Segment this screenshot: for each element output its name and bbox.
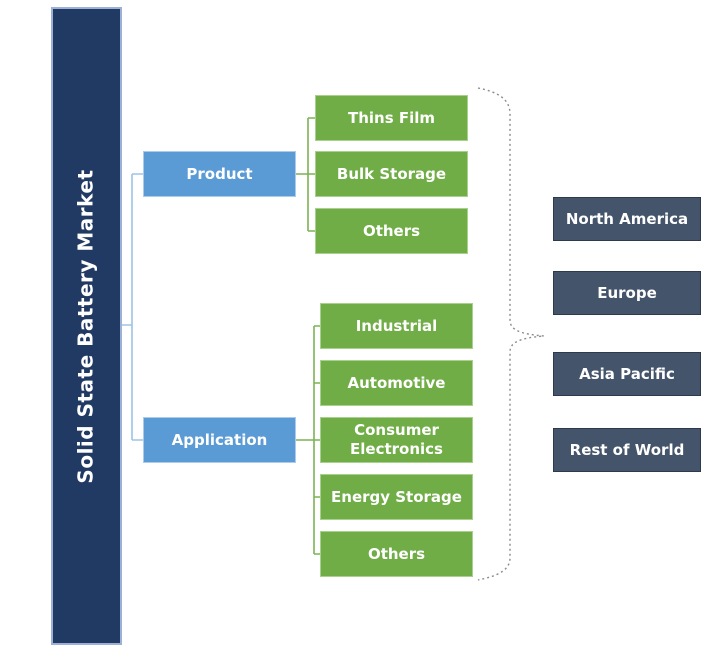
root-connector-lines [122,173,143,441]
leaf-node-consumer-electronics: Consumer Electronics [320,417,473,463]
leaf-label: Thins Film [347,108,436,127]
region-node-north-america: North America [553,197,701,241]
branch-node-product: Product [143,151,296,197]
region-node-asia-pacific: Asia Pacific [553,352,701,396]
leaf-node-product-others: Others [315,208,468,254]
diagram-title: Solid State Battery Market [74,168,98,484]
region-label: Rest of World [569,440,685,459]
leaf-node-thins-film: Thins Film [315,95,468,141]
region-label: North America [565,209,689,228]
branch-node-application: Application [143,417,296,463]
branch-label: Product [186,164,253,183]
leaf-label: Consumer Electronics [350,421,443,458]
leaf-node-bulk-storage: Bulk Storage [315,151,468,197]
branch-label: Application [171,430,268,449]
leaf-label: Bulk Storage [336,164,447,183]
leaf-label: Others [367,544,426,563]
region-label: Asia Pacific [579,364,675,383]
leaf-label: Industrial [355,316,438,335]
leaf-node-energy-storage: Energy Storage [320,474,473,520]
leaf-node-industrial: Industrial [320,303,473,349]
leaf-label: Others [362,221,421,240]
product-connector-lines [296,117,315,232]
region-node-europe: Europe [553,271,701,315]
leaf-label: Automotive [347,373,446,392]
dashed-brace [477,87,545,581]
region-node-rest-of-world: Rest of World [553,428,701,472]
application-connector-lines [296,325,320,555]
region-label: Europe [597,283,657,302]
leaf-label: Energy Storage [331,487,462,506]
leaf-node-automotive: Automotive [320,360,473,406]
leaf-node-application-others: Others [320,531,473,577]
root-node-solid-state-battery-market: Solid State Battery Market [51,7,122,645]
